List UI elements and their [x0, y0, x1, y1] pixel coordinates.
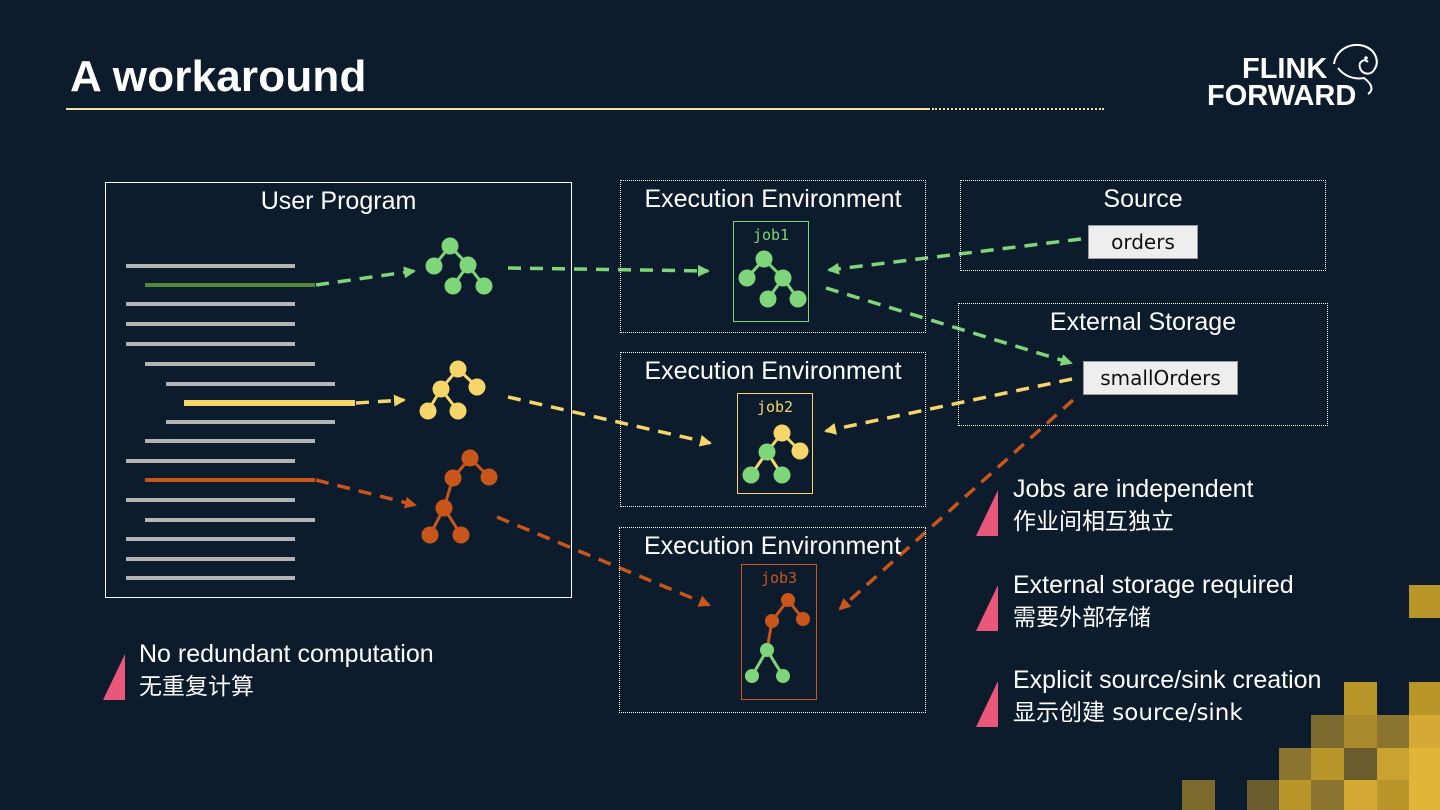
logo-line1: FLINK — [1242, 53, 1328, 85]
arrow-tree-to-env-yellow — [507, 395, 712, 447]
bullet-cn: 显示创建 source/sink — [1013, 700, 1243, 726]
logo-line2: FORWARD — [1207, 80, 1357, 112]
tree-yellow-program — [419, 360, 486, 420]
external-storage-title: External Storage — [1049, 308, 1237, 336]
job3-box: job3 — [741, 564, 817, 700]
tree-orange-program — [421, 449, 498, 544]
arrow-tree-to-env-orange — [496, 515, 711, 607]
bullet-marker — [976, 490, 998, 536]
bullet-marker — [976, 681, 998, 727]
tree-yellow-env — [742, 424, 809, 484]
external-storage-box: External Storage smallOrders — [958, 303, 1328, 426]
job3-label: job3 — [760, 569, 798, 587]
job1-label: job1 — [752, 226, 790, 244]
right-bullet-2: External storage required 需要外部存储 — [1013, 569, 1294, 635]
slide-title: A workaround — [70, 52, 367, 101]
flink-forward-logo: FLINK FORWARD — [1206, 44, 1386, 114]
small-orders-table: smallOrders — [1083, 361, 1238, 395]
execution-environment-2: Execution Environment job2 — [620, 352, 926, 507]
decorative-pixel-mosaic — [1182, 585, 1440, 810]
bullet-marker — [976, 585, 998, 631]
arrows — [315, 237, 1082, 611]
arrow-code-to-tree-green — [315, 266, 416, 287]
execution-environment-3: Execution Environment job3 — [619, 527, 926, 713]
title-underline — [66, 108, 930, 110]
right-bullet-3: Explicit source/sink creation 显示创建 sourc… — [1013, 664, 1321, 730]
arrow-storage-to-job2 — [824, 377, 1073, 435]
arrow-code-to-tree-orange — [315, 478, 417, 509]
title-underline-dotted — [932, 108, 1104, 110]
job2-label: job2 — [756, 398, 794, 416]
bullet-cn: 作业间相互独立 — [1013, 509, 1174, 535]
tree-green-program — [425, 237, 493, 295]
tree-green-env — [738, 250, 807, 308]
code-lines — [126, 264, 355, 580]
source-box: Source orders — [960, 180, 1326, 271]
bullet-marker — [103, 654, 125, 700]
arrow-storage-to-job3 — [838, 398, 1075, 611]
env-title: Execution Environment — [643, 532, 902, 560]
arrow-code-to-tree-yellow — [355, 394, 406, 407]
bullet-en: External storage required — [1013, 571, 1294, 599]
bullet-cn: 需要外部存储 — [1013, 605, 1151, 631]
bullet-en: Explicit source/sink creation — [1013, 666, 1322, 694]
job2-box: job2 — [737, 393, 813, 494]
bullet-en: Jobs are independent — [1013, 475, 1254, 503]
orders-table: orders — [1088, 225, 1198, 259]
bullet-cn: 无重复计算 — [139, 674, 254, 700]
right-bullet-1: Jobs are independent 作业间相互独立 — [1013, 473, 1253, 539]
left-bullet-text: No redundant computation 无重复计算 — [139, 638, 434, 704]
env-title: Execution Environment — [644, 357, 902, 385]
execution-environment-1: Execution Environment job1 — [620, 180, 926, 333]
arrow-tree-to-env-green — [507, 264, 710, 277]
bullet-en: No redundant computation — [139, 640, 434, 668]
source-title: Source — [1103, 185, 1183, 213]
job1-box: job1 — [733, 221, 809, 322]
user-program-title: User Program — [260, 187, 417, 215]
tree-orange-env — [745, 593, 810, 683]
env-title: Execution Environment — [644, 185, 902, 213]
squirrel-icon — [1333, 44, 1378, 95]
user-program-box: User Program — [105, 182, 572, 598]
